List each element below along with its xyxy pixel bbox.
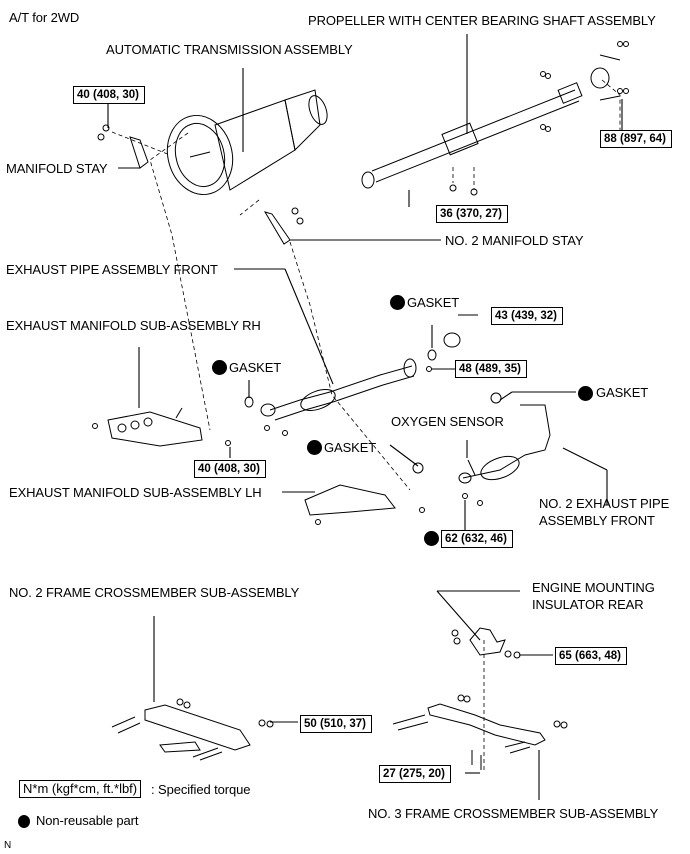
label-no2-exhaust-pipe-1: NO. 2 EXHAUST PIPE xyxy=(539,496,670,511)
footer-mark: N xyxy=(4,840,12,851)
no3-crossmember-drawing xyxy=(392,694,568,770)
label-manifold-stay: MANIFOLD STAY xyxy=(6,161,108,176)
torque-spec-no3-crossmember: 27 (275, 20) xyxy=(379,765,452,783)
label-exhaust-pipe-front: EXHAUST PIPE ASSEMBLY FRONT xyxy=(6,262,218,277)
torque-spec-exhaust-flange-nut: 48 (489, 35) xyxy=(455,360,528,378)
nonreusable-marker-icon xyxy=(307,440,322,455)
label-gasket: GASKET xyxy=(596,385,649,400)
nonreusable-legend-icon xyxy=(18,815,30,828)
label-propeller-shaft: PROPELLER WITH CENTER BEARING SHAFT ASSE… xyxy=(308,13,656,28)
torque-spec-manifold-stay: 40 (408, 30) xyxy=(73,86,146,104)
exhaust-pipe-front-drawing xyxy=(244,332,461,436)
engine-mount-drawing xyxy=(451,627,521,659)
propeller-shaft-drawing xyxy=(361,41,629,196)
torque-spec-no2-crossmember: 50 (510, 37) xyxy=(300,715,373,733)
torque-spec-manifold-rh: 40 (408, 30) xyxy=(194,460,267,478)
label-oxygen-sensor: OXYGEN SENSOR xyxy=(391,414,504,429)
exhaust-manifold-lh-drawing xyxy=(304,484,425,525)
no2-crossmember-drawing xyxy=(111,698,274,761)
nonreusable-marker-icon xyxy=(578,386,593,401)
torque-spec-engine-mount: 65 (663, 48) xyxy=(555,647,628,665)
label-engine-mount-2: INSULATOR REAR xyxy=(532,597,644,612)
label-exhaust-manifold-rh: EXHAUST MANIFOLD SUB-ASSEMBLY RH xyxy=(6,318,261,333)
nonreusable-marker-icon xyxy=(212,360,227,375)
torque-spec-manifold-lh: 62 (632, 46) xyxy=(441,530,514,548)
legend-torque-unit: N*m (kgf*cm, ft.*lbf) xyxy=(19,780,142,798)
exhaust-manifold-rh-drawing xyxy=(92,407,231,447)
no2-exhaust-pipe-drawing xyxy=(412,392,551,506)
automatic-transmission-drawing xyxy=(166,89,328,196)
nonreusable-marker-icon xyxy=(390,295,405,310)
torque-spec-exhaust-flange-bolt: 43 (439, 32) xyxy=(491,307,564,325)
label-no2-manifold-stay: NO. 2 MANIFOLD STAY xyxy=(445,233,584,248)
label-automatic-transmission: AUTOMATIC TRANSMISSION ASSEMBLY xyxy=(106,42,353,57)
diagram-title: A/T for 2WD xyxy=(9,10,80,25)
nonreusable-marker-icon xyxy=(424,531,439,546)
label-gasket: GASKET xyxy=(324,440,377,455)
legend-torque-desc: : Specified torque xyxy=(151,782,251,797)
alignment-lines xyxy=(111,79,621,770)
torque-spec-center-bearing: 36 (370, 27) xyxy=(436,205,509,223)
label-no2-exhaust-pipe-2: ASSEMBLY FRONT xyxy=(539,513,655,528)
manifold-stay-drawing xyxy=(97,124,304,245)
label-exhaust-manifold-lh: EXHAUST MANIFOLD SUB-ASSEMBLY LH xyxy=(9,485,262,500)
label-no3-frame-crossmember: NO. 3 FRAME CROSSMEMBER SUB-ASSEMBLY xyxy=(368,806,659,821)
legend-nonreusable-desc: Non-reusable part xyxy=(36,813,139,828)
label-no2-frame-crossmember: NO. 2 FRAME CROSSMEMBER SUB-ASSEMBLY xyxy=(9,585,300,600)
torque-spec-propeller-flange: 88 (897, 64) xyxy=(600,130,673,148)
label-gasket: GASKET xyxy=(229,360,282,375)
label-engine-mount-1: ENGINE MOUNTING xyxy=(532,580,655,595)
leader-lines xyxy=(107,34,623,800)
label-gasket: GASKET xyxy=(407,295,460,310)
